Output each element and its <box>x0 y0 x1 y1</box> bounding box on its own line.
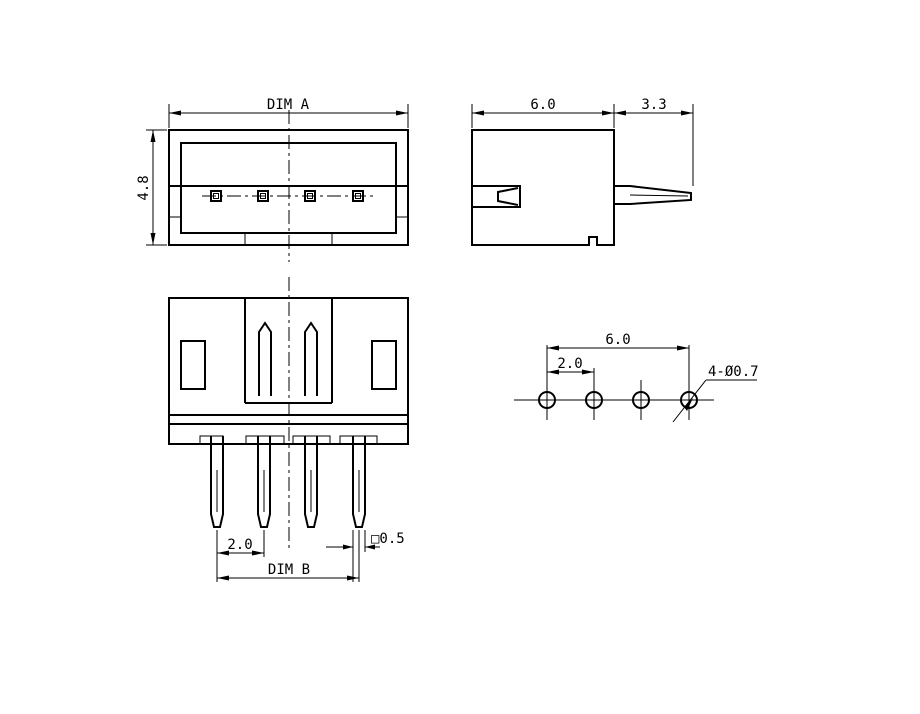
side-view <box>471 129 692 246</box>
dim-a-dimension: DIM A <box>168 97 409 128</box>
dim-b-dimension: DIM B <box>217 530 360 582</box>
pcb-pitch-dimension: 2.0 <box>547 356 595 382</box>
pitch-bottom-label: 2.0 <box>227 537 252 553</box>
pitch-bottom-dimension: 2.0 <box>216 530 265 582</box>
pin-tails <box>210 436 366 528</box>
pin-square-label: □0.5 <box>371 531 405 547</box>
dim-a-label: DIM A <box>267 97 310 113</box>
hole-spec-leader: 4-Ø0.7 <box>672 364 759 423</box>
pcb-span-label: 6.0 <box>605 332 630 348</box>
pcb-hole <box>585 380 603 420</box>
pcb-hole <box>538 380 556 420</box>
pcb-hole <box>680 380 698 420</box>
top-view <box>168 110 409 262</box>
depth-label: 6.0 <box>530 97 555 113</box>
pin-square-dimension: □0.5 <box>326 530 405 582</box>
pcb-layout <box>514 380 714 420</box>
pin-extension-dimension: 3.3 <box>614 97 694 186</box>
pcb-span-dimension: 6.0 <box>546 332 690 382</box>
pcb-hole <box>632 380 650 420</box>
depth-dimension: 6.0 <box>471 97 615 128</box>
height-dimension: 4.8 <box>136 129 167 246</box>
dim-b-label: DIM B <box>268 562 310 578</box>
height-label: 4.8 <box>136 175 152 200</box>
pcb-pitch-label: 2.0 <box>557 356 582 372</box>
bottom-view <box>168 277 409 548</box>
pin-extension-label: 3.3 <box>641 97 666 113</box>
hole-spec-label: 4-Ø0.7 <box>708 364 759 380</box>
